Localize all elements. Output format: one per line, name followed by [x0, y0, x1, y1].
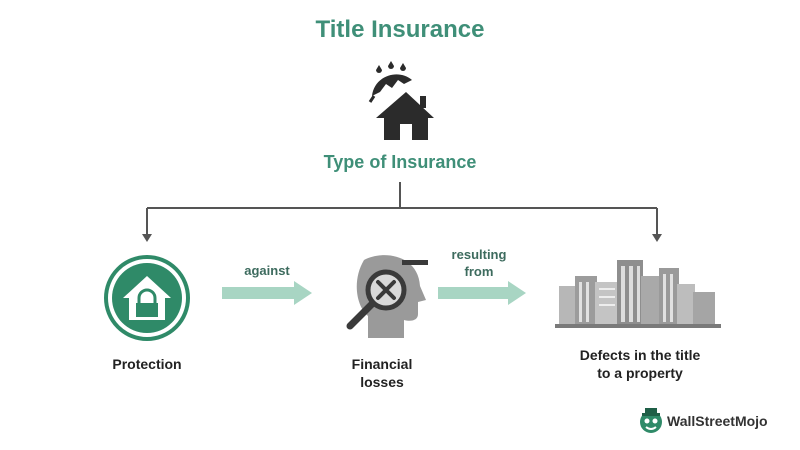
city-buildings-icon	[555, 260, 721, 328]
brand-name: WallStreetMojo	[667, 413, 768, 429]
wallstreetmojo-logo	[640, 408, 662, 433]
arrow-right-icon	[222, 281, 312, 305]
magnifier-head-cross-icon	[346, 255, 428, 338]
against-label: against	[244, 263, 290, 278]
resulting-from-label: resulting from	[434, 246, 524, 280]
defects-line2: to a property	[597, 365, 683, 381]
defects-line1: Defects in the title	[579, 347, 701, 363]
resulting-from-line2: from	[464, 264, 494, 279]
umbrella-house-icon	[368, 61, 434, 140]
defects-label: Defects in the title to a property	[555, 346, 725, 382]
financial-losses-line2: losses	[360, 374, 404, 390]
financial-losses-label: Financial losses	[322, 355, 442, 391]
arrow-right-icon	[438, 281, 526, 305]
protection-label: Protection	[112, 356, 182, 372]
diagram-title: Title Insurance	[315, 16, 485, 43]
resulting-from-line1: resulting	[451, 247, 507, 262]
house-lock-icon	[104, 255, 190, 341]
diagram-subtitle: Type of Insurance	[323, 152, 477, 172]
financial-losses-line1: Financial	[351, 356, 413, 372]
